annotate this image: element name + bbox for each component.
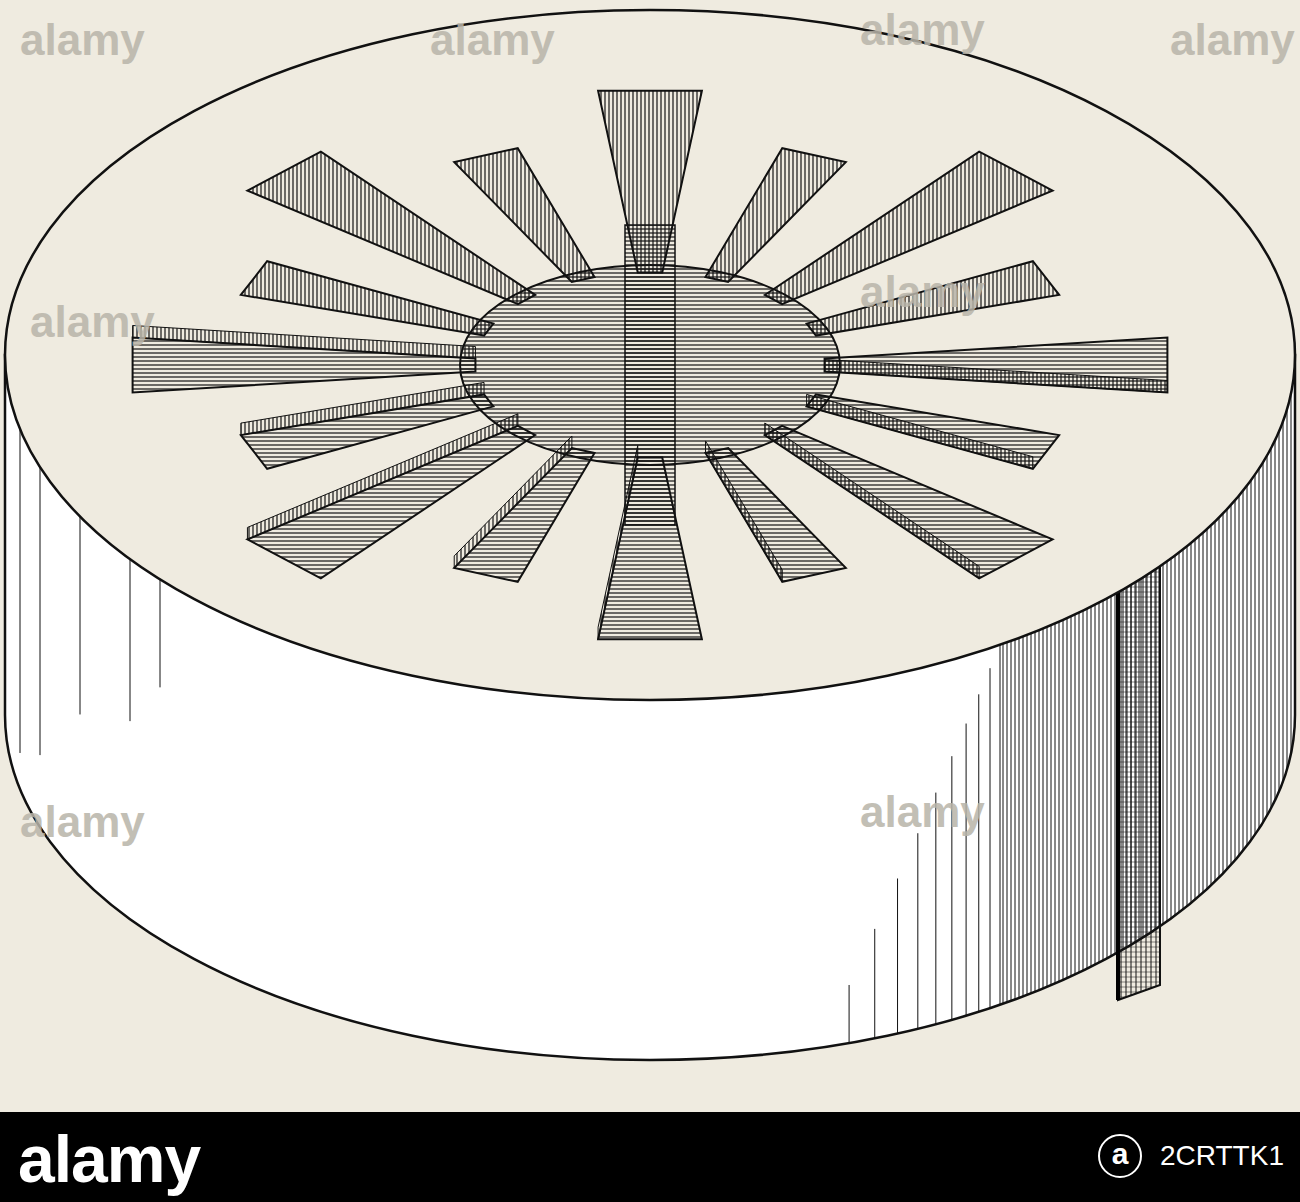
core-top-face: [5, 10, 1295, 700]
logo-mark: a: [1098, 1134, 1142, 1178]
watermark: alamy: [860, 270, 985, 314]
watermark: alamy: [20, 18, 145, 62]
watermark: alamy: [860, 790, 985, 834]
watermark: alamy: [30, 300, 155, 344]
watermark: alamy: [860, 8, 985, 52]
watermark: alamy: [20, 800, 145, 844]
brand-logo: alamy: [18, 1126, 200, 1192]
watermark: alamy: [1170, 18, 1295, 62]
image-id: 2CRTTK1: [1160, 1142, 1284, 1170]
stator-slots: [133, 91, 1168, 639]
watermark: alamy: [430, 18, 555, 62]
slot-walls: [133, 325, 1168, 639]
